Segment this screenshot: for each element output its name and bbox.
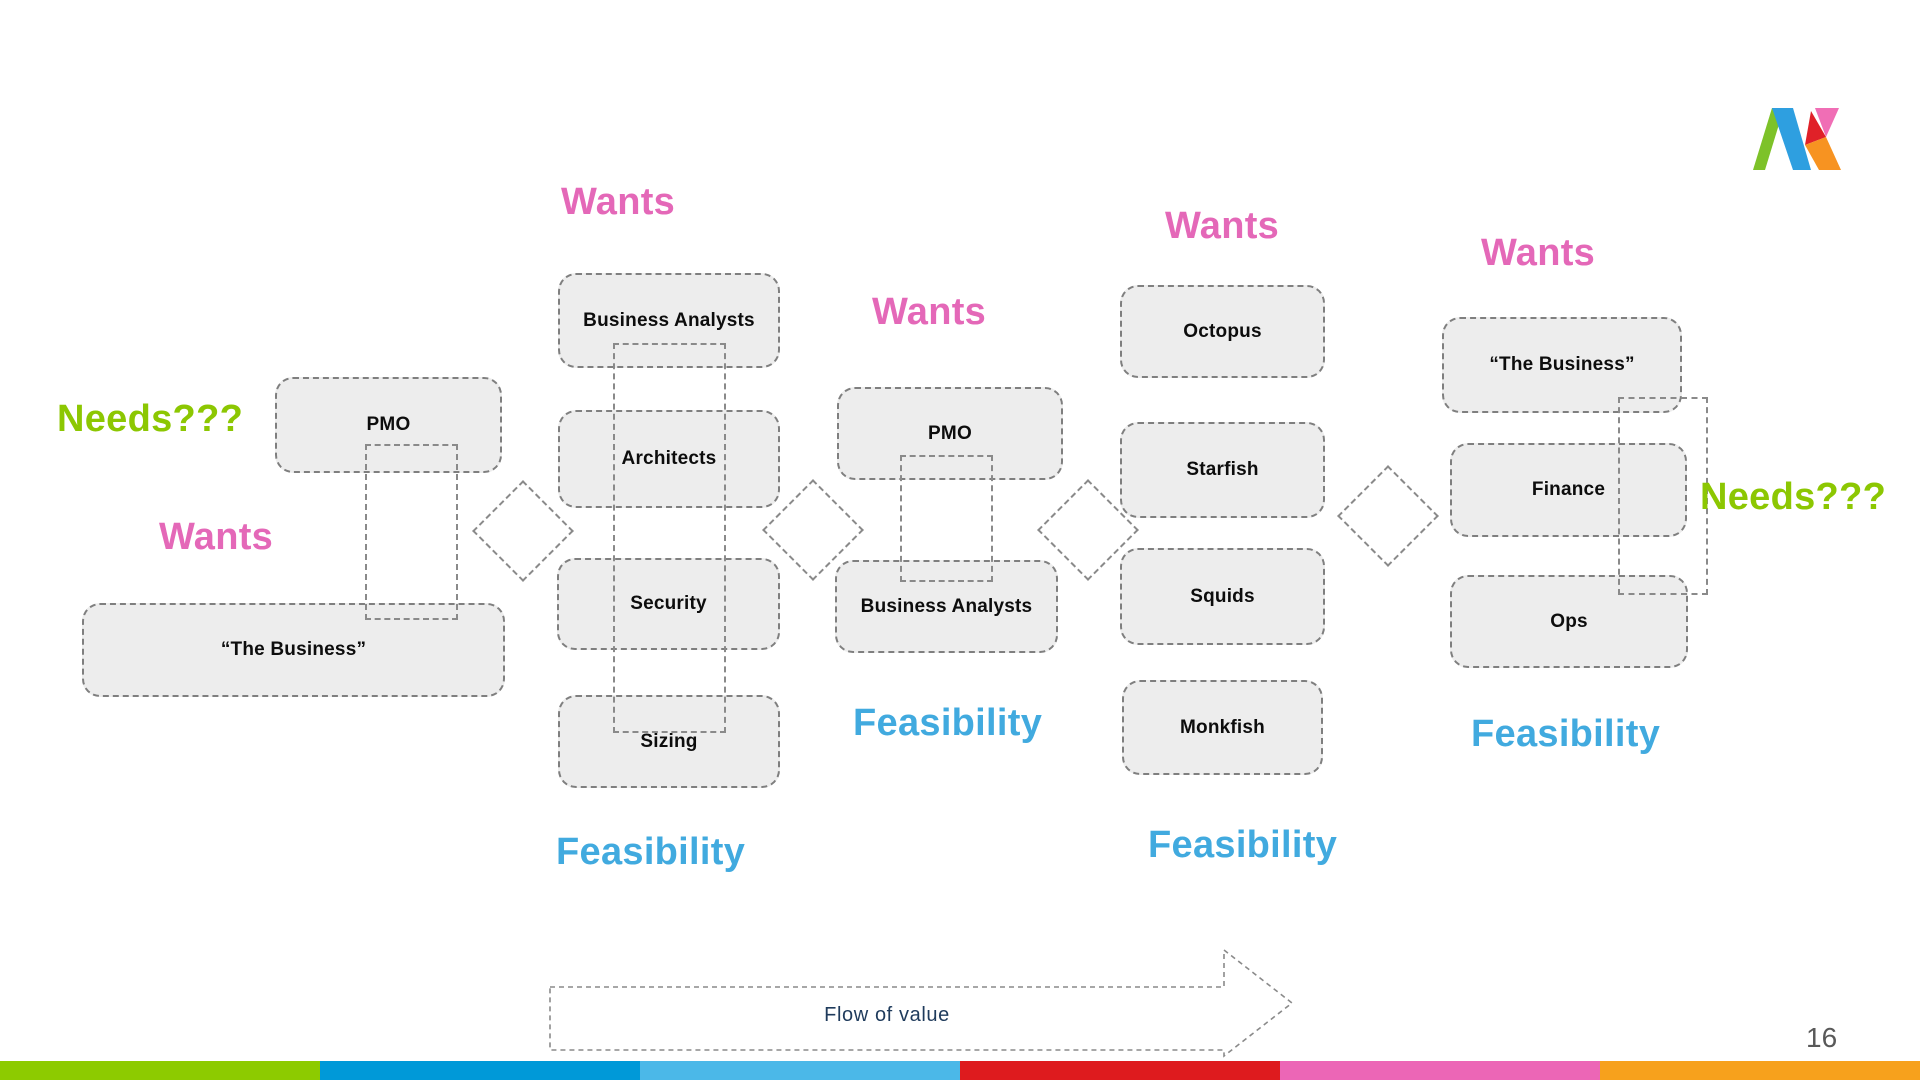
flow-arrow-outline: [549, 948, 1294, 1058]
wants-label-col5: Wants: [1481, 232, 1596, 274]
connector-col2: [613, 343, 726, 733]
box-label: Monkfish: [1180, 716, 1265, 738]
footer-color-stripe: [0, 1061, 1920, 1080]
box-label: Security: [630, 593, 707, 614]
feasibility-label-col3: Feasibility: [853, 702, 1043, 744]
stripe-segment: [960, 1061, 1280, 1080]
needs-label-left: Needs???: [57, 398, 244, 440]
box-label: Sizing: [640, 730, 698, 752]
connector-col3: [900, 455, 993, 582]
box-col2-business-analysts: Business Analysts: [558, 273, 780, 368]
logo-pink-triangle: [1815, 108, 1839, 137]
feasibility-label-col5: Feasibility: [1471, 713, 1661, 755]
ak-logo: [1753, 108, 1841, 170]
stripe-segment: [0, 1061, 320, 1080]
box-label: Business Analysts: [860, 595, 1033, 617]
box-label: Starfish: [1186, 459, 1259, 480]
box-col2-architects: Architects: [558, 410, 780, 508]
box-label: Octopus: [1183, 320, 1262, 342]
box-col5-finance: Finance: [1450, 443, 1687, 537]
gateway-diamond-4: [1337, 465, 1439, 567]
box-col2-security: Security: [557, 558, 780, 650]
box-col4-octopus: Octopus: [1120, 285, 1325, 378]
box-col4-monkfish: Monkfish: [1122, 680, 1323, 775]
stripe-segment: [320, 1061, 640, 1080]
box-label: PMO: [366, 414, 411, 435]
box-col5-ops: Ops: [1450, 575, 1688, 668]
box-label: Squids: [1190, 585, 1255, 607]
connector-col5: [1618, 397, 1708, 595]
feasibility-label-col4: Feasibility: [1148, 824, 1338, 866]
box-label: Business Analysts: [583, 309, 755, 331]
box-col3-pmo: PMO: [837, 387, 1063, 480]
box-col1-pmo: PMO: [275, 377, 502, 473]
wants-label-col3: Wants: [872, 291, 987, 333]
box-col3-business-analysts: Business Analysts: [835, 560, 1058, 653]
stripe-segment: [1600, 1061, 1920, 1080]
page-number: 16: [1806, 1022, 1838, 1053]
needs-label-right: Needs???: [1700, 476, 1887, 518]
wants-label-col4: Wants: [1165, 205, 1280, 247]
box-label: “The Business”: [1489, 354, 1635, 375]
wants-label-col1: Wants: [159, 516, 274, 558]
connector-col1: [365, 444, 458, 620]
box-col2-sizing: Sizing: [558, 695, 780, 788]
wants-label-col2: Wants: [561, 181, 676, 223]
logo-green-stroke: [1753, 108, 1784, 170]
logo-orange-stroke: [1805, 137, 1841, 170]
stripe-segment: [1280, 1061, 1600, 1080]
logo-red-triangle: [1805, 111, 1826, 145]
box-label: “The Business”: [220, 639, 367, 660]
box-col4-squids: Squids: [1120, 548, 1325, 645]
box-label: Finance: [1531, 479, 1606, 500]
flow-of-value-label: Flow of value: [824, 1004, 950, 1026]
feasibility-label-col2: Feasibility: [556, 831, 746, 873]
logo-blue-stroke: [1772, 108, 1811, 170]
box-label: PMO: [928, 422, 972, 444]
box-label: Architects: [621, 448, 717, 469]
box-col4-starfish: Starfish: [1120, 422, 1325, 518]
box-label: Ops: [1550, 610, 1588, 632]
stripe-segment: [640, 1061, 960, 1080]
